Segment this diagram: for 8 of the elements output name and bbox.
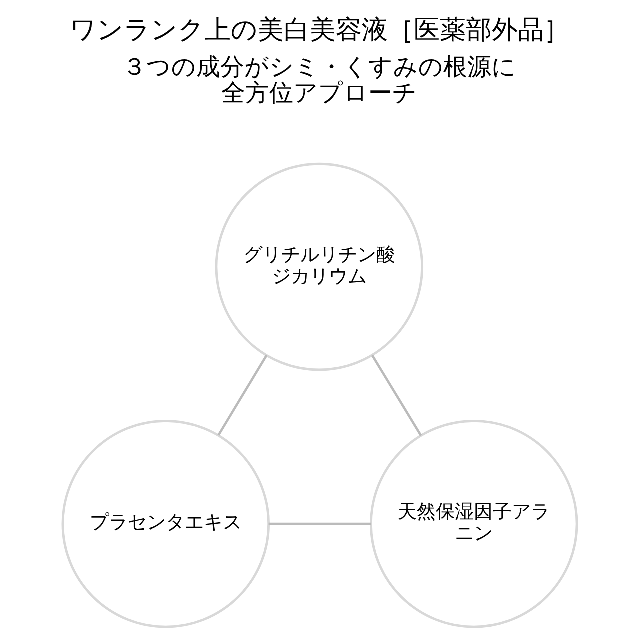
node-circle: 天然保湿因子アラニン <box>370 420 578 628</box>
connector <box>371 354 422 436</box>
node-circle: プラセンタエキス <box>62 420 270 628</box>
label: ３つの成分がシミ・くすみの根源に全方位アプローチ <box>122 52 516 108</box>
node-circle: グリチルリチン酸ジカリウム <box>215 162 424 372</box>
connector <box>268 522 372 526</box>
diagram-title: ワンランク上の美白美容液［医薬部外品］ <box>70 16 570 46</box>
connector <box>218 354 268 436</box>
